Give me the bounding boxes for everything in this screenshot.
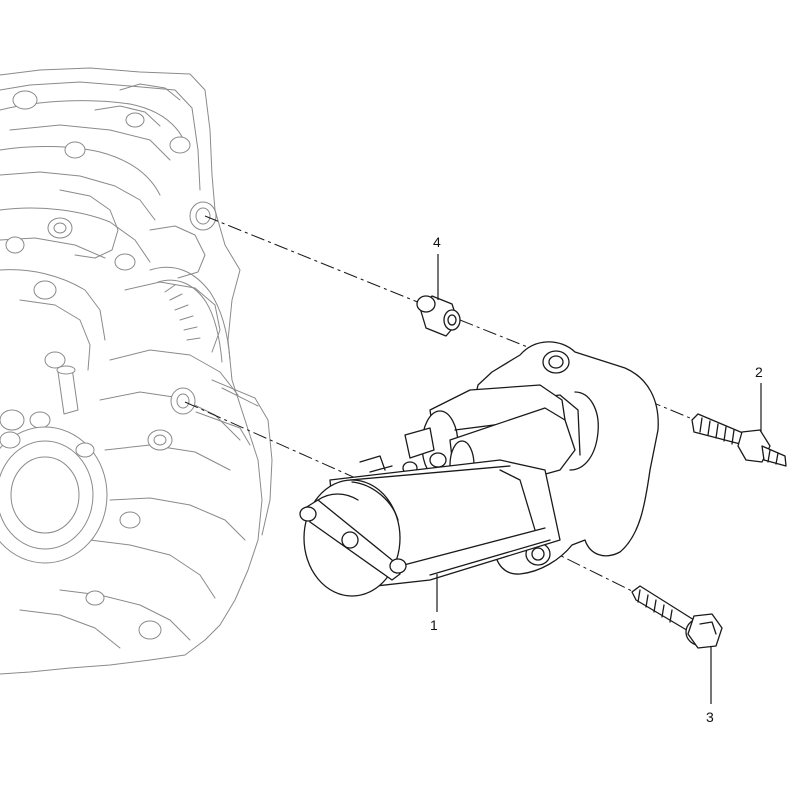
assembly-axes — [184, 215, 691, 596]
stud-bolt — [691, 413, 787, 467]
leader-lines — [436, 254, 762, 704]
callout-stud-bolt: 2 — [755, 364, 763, 380]
dowel-sleeve — [416, 295, 461, 337]
flange-bolt — [631, 585, 723, 649]
callout-flange-bolt: 3 — [706, 709, 714, 725]
callout-dowel-sleeve: 4 — [433, 234, 441, 250]
engine-block-housing — [0, 67, 273, 675]
starter-motor — [299, 341, 659, 597]
callout-starter-motor: 1 — [430, 617, 438, 633]
